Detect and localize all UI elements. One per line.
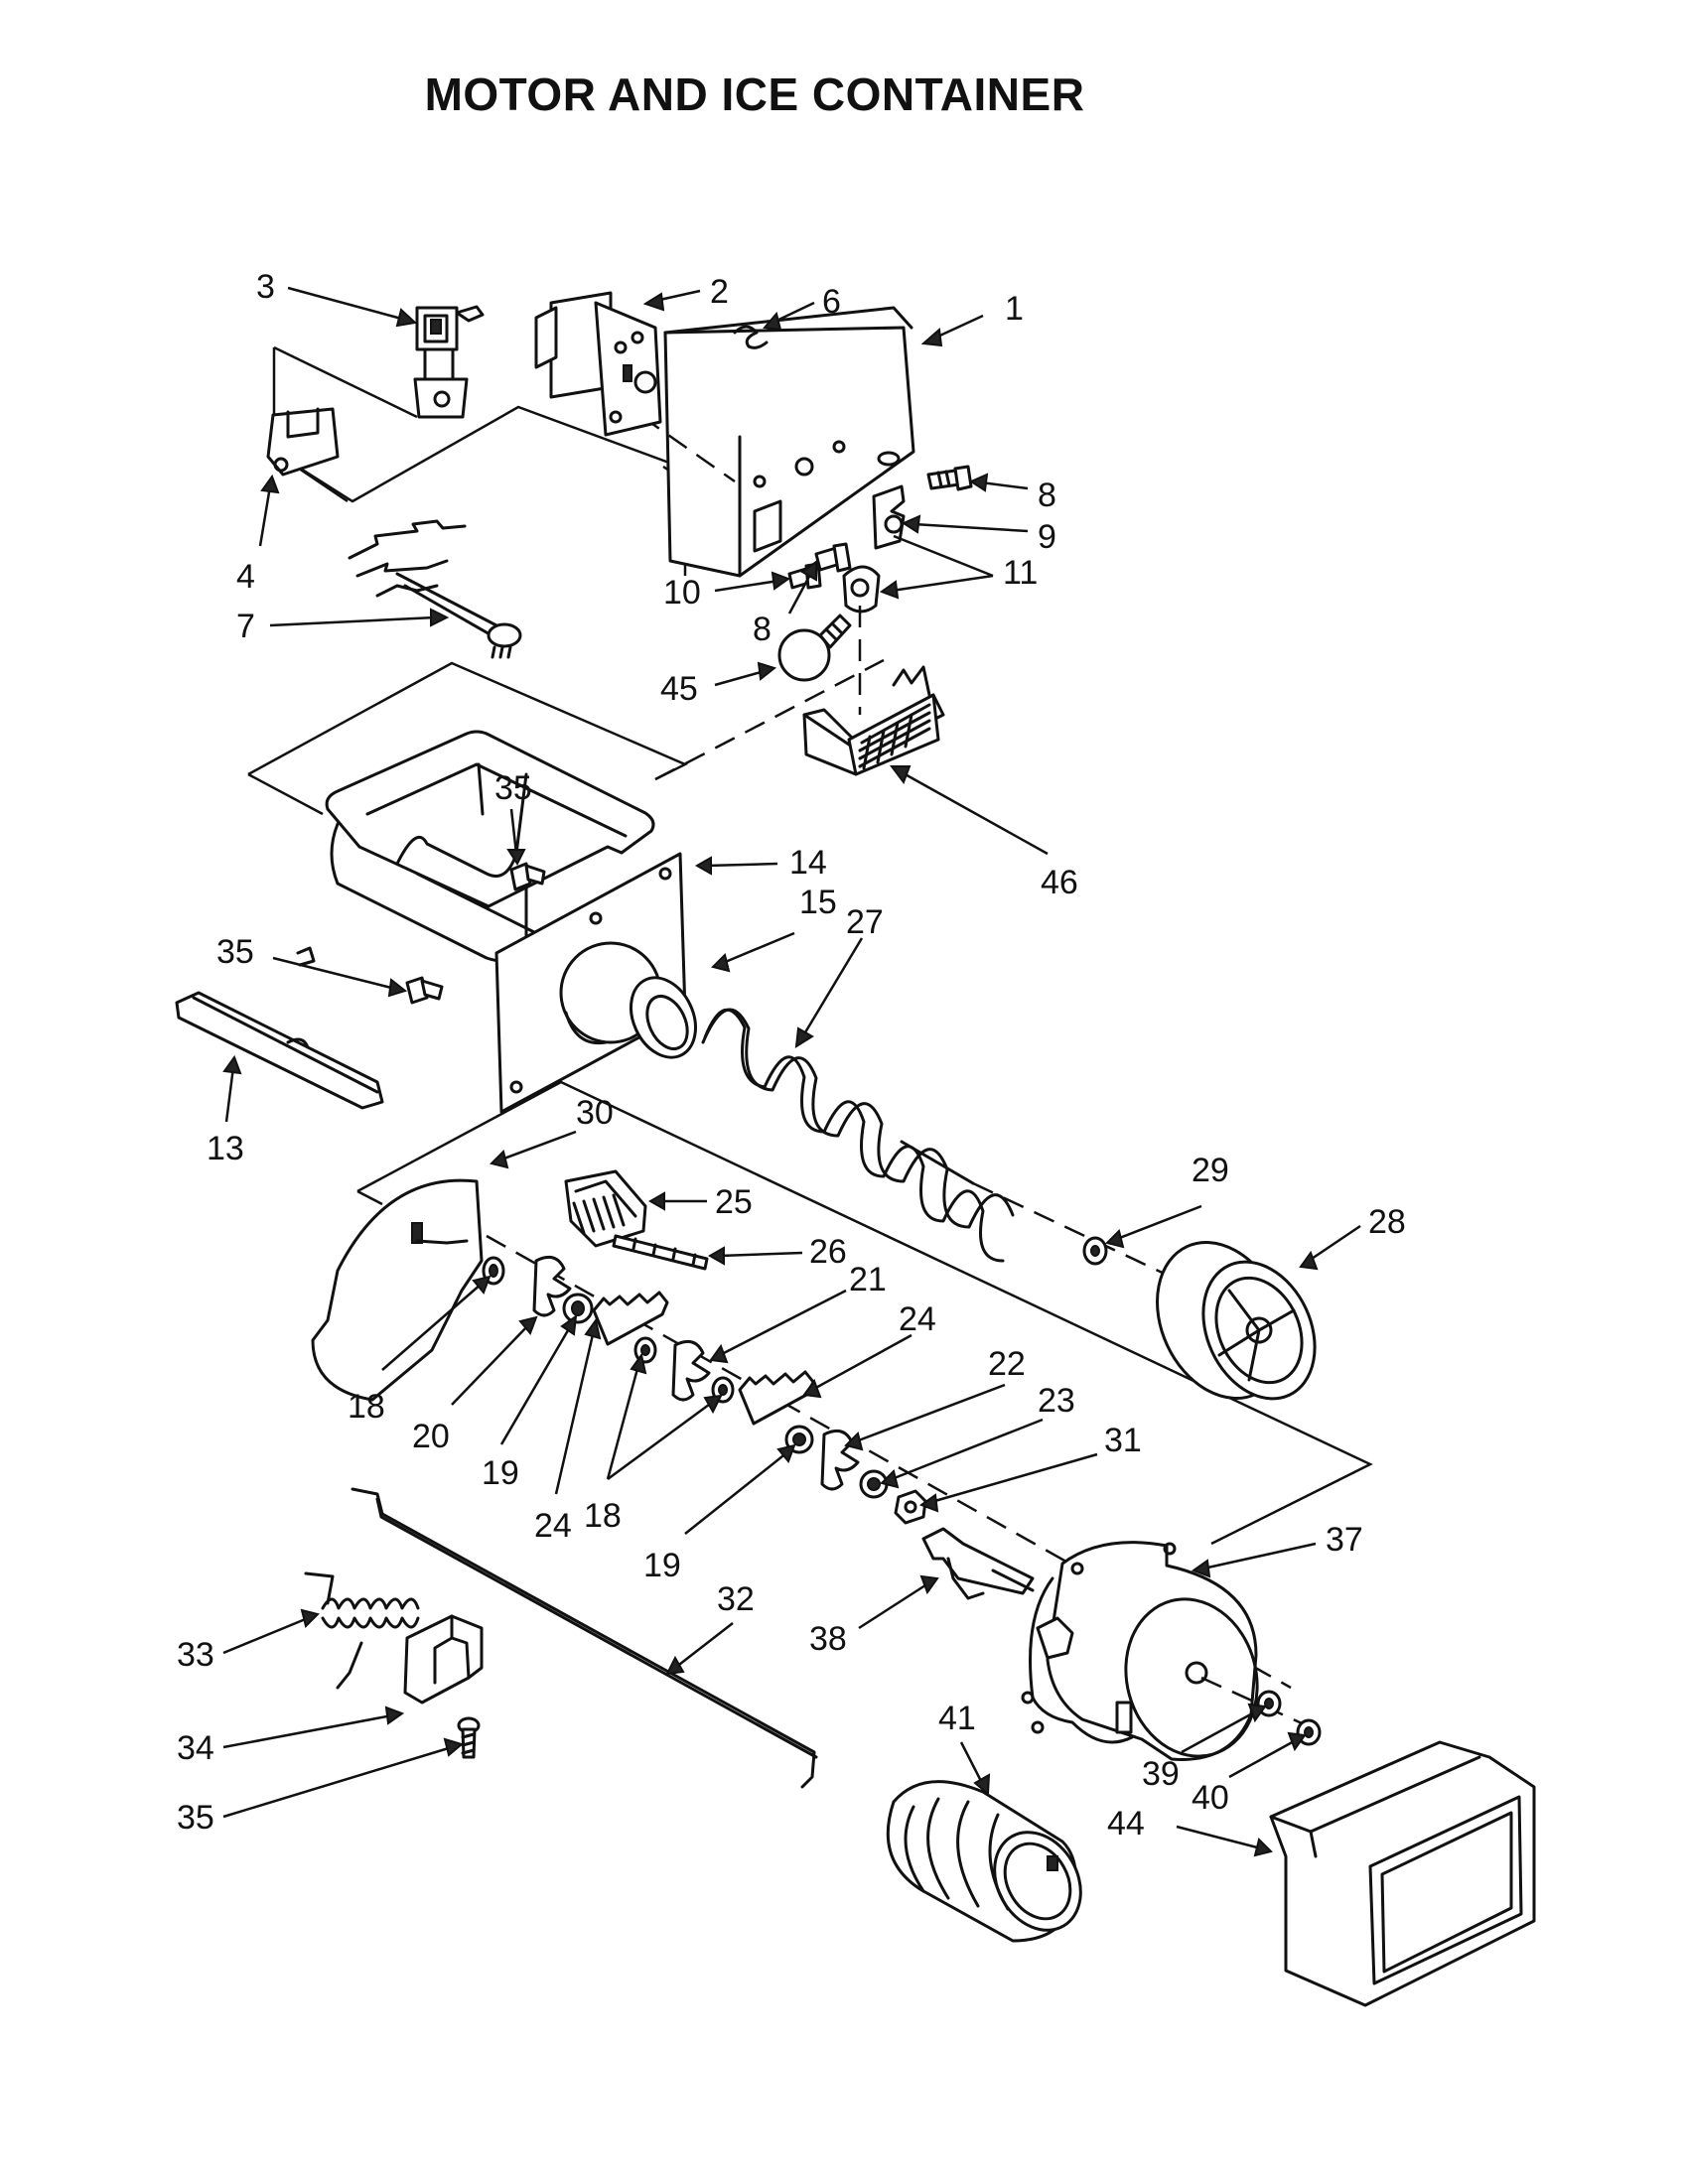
part-45-bulb: [777, 614, 852, 682]
part-32-rod: [351, 1487, 818, 1789]
callout-labels: 1 2 3 4 6 7 8 8 9 10 11 13 14 15 18 18 1…: [177, 268, 1406, 1843]
part-35-screw-left: [405, 976, 444, 1005]
part-46-light-shield: [802, 665, 945, 776]
callout-24-upper: 24: [899, 1300, 936, 1338]
part-9-lamp-bracket: [872, 484, 906, 550]
callout-26: 26: [809, 1233, 847, 1271]
part-28-drive-cup: [1156, 1240, 1317, 1401]
callout-29: 29: [1192, 1152, 1229, 1189]
part-27-auger: [701, 1008, 1015, 1263]
callout-44: 44: [1107, 1805, 1145, 1843]
callout-8-lower: 8: [753, 611, 772, 648]
part-8-screw-upper: [926, 465, 973, 491]
callout-15: 15: [799, 884, 837, 921]
callout-19-lower: 19: [643, 1547, 681, 1584]
callout-2: 2: [710, 273, 729, 311]
part-4-valve-bracket: [266, 407, 340, 477]
callout-6: 6: [822, 283, 841, 321]
part-2-motor: [534, 291, 662, 437]
part-38-actuator: [921, 1527, 1035, 1600]
part-3-water-valve: [413, 305, 485, 419]
callout-32: 32: [717, 1580, 755, 1618]
callout-39: 39: [1142, 1755, 1180, 1793]
part-35-screw-bottom: [457, 1716, 481, 1759]
callout-8-upper: 8: [1038, 477, 1056, 514]
callout-22: 22: [988, 1345, 1026, 1383]
callout-7: 7: [236, 608, 255, 645]
callout-9: 9: [1038, 518, 1056, 556]
callout-3: 3: [256, 268, 275, 306]
part-11-lamp-socket: [842, 565, 881, 715]
part-21-blade: [671, 1339, 711, 1402]
part-33-spring: [304, 1571, 420, 1690]
callout-41: 41: [938, 1700, 976, 1737]
callout-35-inside: 35: [494, 769, 532, 807]
diagram-title: MOTOR AND ICE CONTAINER: [424, 68, 1085, 120]
callout-4: 4: [236, 558, 255, 596]
part-6-clip: [733, 325, 769, 349]
part-34-bracket: [403, 1614, 484, 1705]
part-19-spacer-upper: [562, 1293, 594, 1324]
part-15-bearing: [630, 976, 697, 1059]
callout-45: 45: [660, 670, 698, 708]
part-37-motor-housing: [1021, 1541, 1312, 1761]
part-29-washer: [1082, 1236, 1108, 1266]
part-35-screw-inside: [509, 862, 546, 891]
callout-31: 31: [1104, 1422, 1142, 1459]
part-25-crusher-housing: [564, 1169, 647, 1248]
part-24-blade-upper: [592, 1291, 669, 1346]
callout-18-left: 18: [348, 1388, 385, 1426]
part-24-blade-lower: [738, 1370, 815, 1426]
part-1-bracket: [585, 306, 915, 578]
part-26-shaft: [612, 1234, 709, 1271]
callout-30: 30: [576, 1094, 614, 1132]
part-13-rail: [175, 946, 384, 1110]
part-31-nut: [894, 1489, 927, 1525]
part-8-screw-lower: [814, 542, 852, 573]
part-30-plate: [311, 1178, 484, 1402]
callout-35-bottom: 35: [177, 1799, 214, 1837]
callout-21: 21: [849, 1261, 887, 1298]
callout-37: 37: [1326, 1521, 1363, 1559]
container-guide-lines: [247, 658, 885, 816]
callout-19-left: 19: [482, 1454, 519, 1492]
callout-20: 20: [412, 1418, 450, 1455]
part-41-sleeve: [886, 1780, 1082, 1943]
part-44-cover: [1269, 1740, 1536, 2007]
callout-11: 11: [1003, 554, 1038, 592]
callout-24-lower: 24: [534, 1507, 572, 1545]
callout-34: 34: [177, 1729, 214, 1767]
callout-13: 13: [207, 1130, 244, 1167]
callout-35-left: 35: [216, 933, 254, 971]
callout-14: 14: [789, 844, 827, 882]
callout-28: 28: [1368, 1203, 1406, 1241]
callout-25: 25: [715, 1183, 753, 1221]
callout-23: 23: [1038, 1382, 1075, 1420]
callout-40: 40: [1192, 1779, 1229, 1817]
callout-38: 38: [809, 1620, 847, 1658]
callout-18-mid: 18: [584, 1497, 622, 1535]
part-20-blade: [532, 1255, 572, 1317]
callout-46: 46: [1041, 864, 1078, 901]
callout-1: 1: [1005, 290, 1024, 328]
callout-33: 33: [177, 1636, 214, 1674]
part-14-ice-container: [325, 730, 687, 1114]
leader-arrows: [222, 286, 1361, 1857]
callout-10: 10: [663, 574, 701, 612]
part-22-blade: [820, 1429, 860, 1491]
part-7-harness: [348, 519, 522, 659]
callout-27: 27: [846, 903, 884, 941]
